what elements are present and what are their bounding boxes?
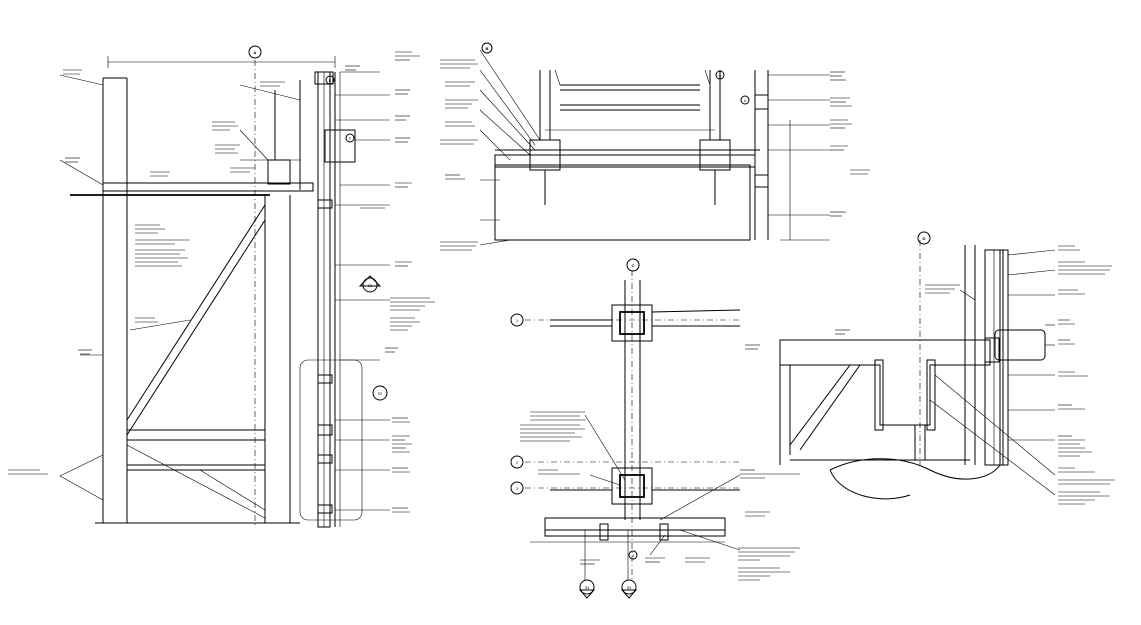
grid-bubble: 2 (516, 461, 518, 465)
grid-bubble: 4 (632, 554, 634, 558)
left-wall-section (8, 51, 435, 528)
middle-column-section (520, 270, 800, 581)
section-tag: S4 (585, 586, 589, 590)
grid-bubble: 1 (516, 319, 518, 323)
section-tags: S3 S2 S4 S5 (358, 275, 638, 599)
detail-marker: E (329, 79, 332, 83)
detail-marker: C (632, 263, 635, 268)
detail-marker: F (349, 137, 352, 141)
grid-bubbles: 1 2 3 4 5 6 (510, 70, 750, 560)
grid-bubble: 3 (516, 487, 518, 491)
grid-bubble: 5 (719, 74, 721, 78)
detail-marker: A (254, 50, 257, 55)
grid-bubble: 6 (744, 99, 746, 103)
top-slab-section (440, 49, 870, 251)
section-tag: S2 (378, 392, 382, 396)
detail-marker: D (923, 236, 926, 241)
right-slab-edge-section (745, 240, 1115, 505)
detail-markers: A B C D E F (248, 42, 931, 272)
detail-marker: B (486, 46, 489, 51)
section-tag: S3 (368, 284, 372, 288)
section-tag: S5 (627, 586, 631, 590)
